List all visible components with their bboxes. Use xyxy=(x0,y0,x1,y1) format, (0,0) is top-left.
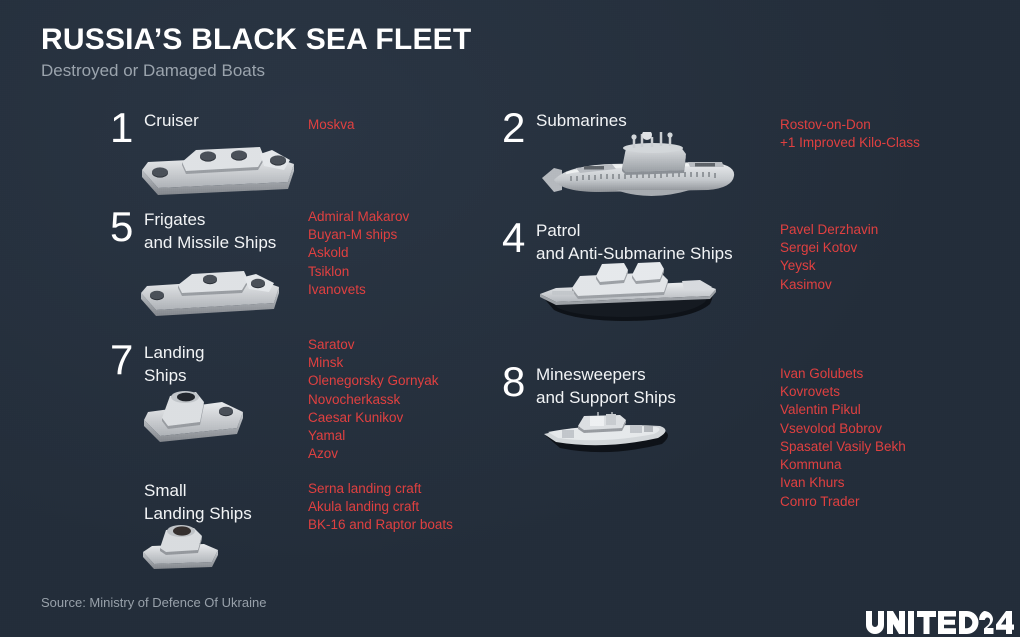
list-item: Yeysk xyxy=(780,258,816,274)
patrol-ship-icon xyxy=(532,262,722,329)
count-value: 7 xyxy=(110,336,134,383)
names-list-frigates: Admiral Makarov Buyan-M ships Askold Tsi… xyxy=(308,208,409,299)
entry-cruiser: 1 Cruiser xyxy=(110,104,199,151)
category-line-2: Ships xyxy=(144,365,187,385)
list-item: Sergei Kotov xyxy=(780,240,858,256)
entry-frigates: 5 Frigates and Missile Ships xyxy=(110,203,276,254)
cruiser-ship-icon xyxy=(138,140,298,203)
category-label: Small Landing Ships xyxy=(144,478,252,525)
names-list-landing-ships: Saratov Minsk Olenegorsky Gornyak Novoch… xyxy=(308,336,439,464)
names-list-minesweepers: Ivan Golubets Kovrovets Valentin Pikul V… xyxy=(780,365,906,511)
count-value: 2 xyxy=(502,104,526,151)
category-line-2: Landing Ships xyxy=(144,503,252,523)
list-item: Askold xyxy=(308,245,349,261)
submarine-icon xyxy=(540,130,740,207)
list-item: Pavel Derzhavin xyxy=(780,222,879,237)
entry-submarines: 2 Submarines xyxy=(502,104,627,151)
landing-ship-icon xyxy=(138,388,248,449)
list-item: Akula landing craft xyxy=(308,499,420,515)
names-list-cruiser: Moskva xyxy=(308,116,355,134)
list-item: Moskva xyxy=(308,117,355,132)
list-item: Olenegorsky Gornyak xyxy=(308,373,439,389)
count-value: 1 xyxy=(110,104,134,151)
entry-heading: 8 Minesweepers and Support Ships xyxy=(502,358,676,409)
united24-logo xyxy=(866,611,1014,637)
frigate-ship-icon xyxy=(138,265,283,325)
list-item: Admiral Makarov xyxy=(308,209,410,224)
category-line-1: Minesweepers xyxy=(536,365,646,384)
names-list-patrol: Pavel Derzhavin Sergei Kotov Yeysk Kasim… xyxy=(780,221,878,294)
category-line-1: Small xyxy=(144,481,187,500)
category-line-2: and Missile Ships xyxy=(144,232,277,252)
header: RUSSIA’S BLACK SEA FLEET Destroyed or Da… xyxy=(41,24,471,80)
names-list-submarines: Rostov-on-Don +1 Improved Kilo-Class xyxy=(780,116,920,152)
list-item: Ivanovets xyxy=(308,281,366,297)
count-value: 8 xyxy=(502,358,526,405)
list-item: Tsiklon xyxy=(308,263,350,279)
list-item: Saratov xyxy=(308,337,355,352)
list-item: Spasatel Vasily Bekh xyxy=(780,438,906,454)
category-label: Minesweepers and Support Ships xyxy=(536,362,676,409)
list-item: Yamal xyxy=(308,428,346,444)
list-item: BK-16 and Raptor boats xyxy=(308,517,453,533)
category-line-1: Cruiser xyxy=(144,111,199,130)
category-label: Patrol and Anti-Submarine Ships xyxy=(536,218,733,265)
category-line-2: and Support Ships xyxy=(536,387,676,407)
category-label: Cruiser xyxy=(144,108,199,133)
list-item: Azov xyxy=(308,446,339,462)
entry-heading: 2 Submarines xyxy=(502,104,627,151)
entry-heading: Small Landing Ships xyxy=(110,478,252,525)
page-subtitle: Destroyed or Damaged Boats xyxy=(41,60,265,80)
entry-minesweepers: 8 Minesweepers and Support Ships xyxy=(502,358,676,409)
category-line-1: Submarines xyxy=(536,111,627,130)
list-item: +1 Improved Kilo-Class xyxy=(780,135,920,151)
names-list-small-landing-ships: Serna landing craft Akula landing craft … xyxy=(308,480,453,535)
list-item: Vsevolod Bobrov xyxy=(780,420,883,436)
category-line-2: and Anti-Submarine Ships xyxy=(536,243,733,263)
minesweeper-ship-icon xyxy=(538,409,678,469)
list-item: Novocherkassk xyxy=(308,391,401,407)
list-item: Conro Trader xyxy=(780,493,860,509)
count-value: 4 xyxy=(502,214,526,261)
entry-heading: 4 Patrol and Anti-Submarine Ships xyxy=(502,214,733,265)
list-item: Rostov-on-Don xyxy=(780,117,871,132)
list-item: Ivan Khurs xyxy=(780,475,845,491)
list-item: Kommuna xyxy=(780,457,842,473)
list-item: Minsk xyxy=(308,355,344,371)
small-landing-ship-icon xyxy=(138,522,223,577)
category-label: Landing Ships xyxy=(144,340,205,387)
category-line-1: Landing xyxy=(144,343,205,362)
list-item: Kovrovets xyxy=(780,384,841,400)
list-item: Caesar Kunikov xyxy=(308,409,404,425)
category-line-1: Frigates xyxy=(144,210,206,229)
page-title: RUSSIA’S BLACK SEA FLEET xyxy=(41,23,472,56)
entry-heading: 7 Landing Ships xyxy=(110,336,205,387)
entry-heading: 1 Cruiser xyxy=(110,104,199,151)
list-item: Kasimov xyxy=(780,276,832,292)
category-label: Frigates and Missile Ships xyxy=(144,207,276,254)
entry-landing-ships: 7 Landing Ships xyxy=(110,336,205,387)
list-item: Buyan-M ships xyxy=(308,227,398,243)
list-item: Serna landing craft xyxy=(308,481,422,496)
count-value: 5 xyxy=(110,203,134,250)
list-item: Ivan Golubets xyxy=(780,366,864,381)
entry-heading: 5 Frigates and Missile Ships xyxy=(110,203,276,254)
entry-patrol: 4 Patrol and Anti-Submarine Ships xyxy=(502,214,733,265)
list-item: Valentin Pikul xyxy=(780,402,861,418)
entry-small-landing-ships: Small Landing Ships xyxy=(110,478,252,525)
category-line-1: Patrol xyxy=(536,221,581,240)
source-caption: Source: Ministry of Defence Of Ukraine xyxy=(41,595,267,610)
category-label: Submarines xyxy=(536,108,627,133)
